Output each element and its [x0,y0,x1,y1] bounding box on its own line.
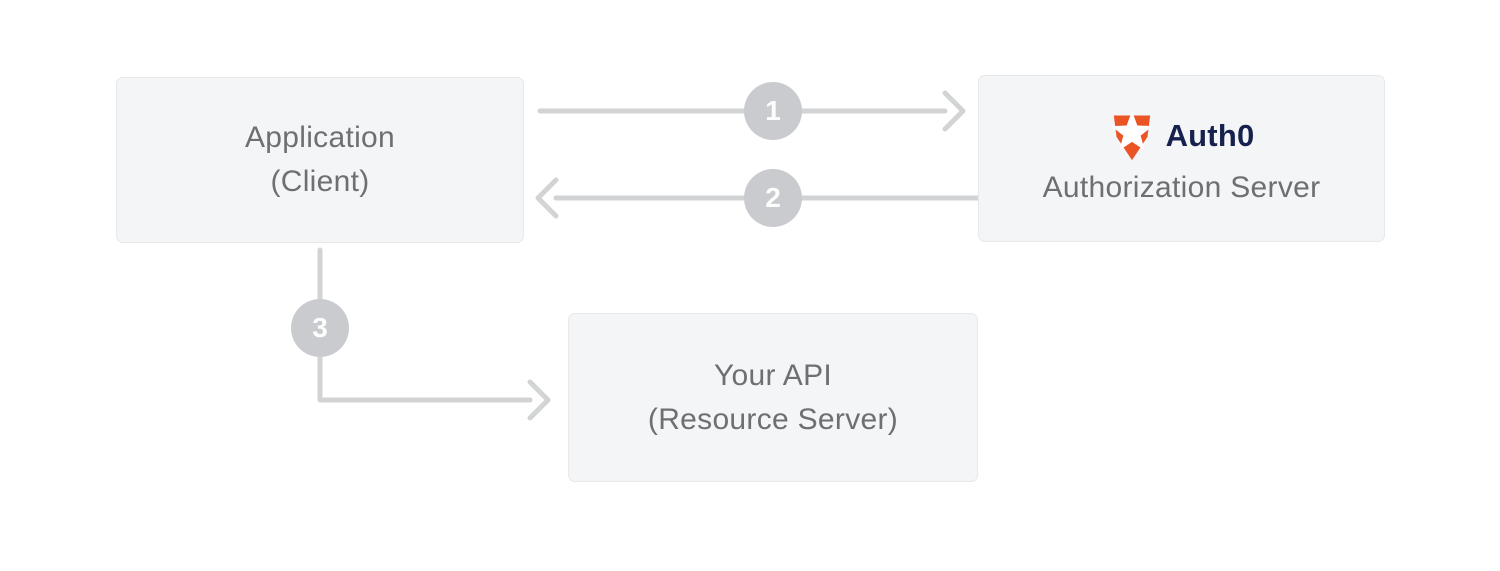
authorization-server-label: Authorization Server [1042,171,1321,204]
arrowhead-right-icon [527,379,551,421]
arrowhead-left-icon [535,177,559,219]
step-3-badge: 3 [291,299,349,357]
step-1-number: 1 [765,95,781,126]
step-1-badge: 1 [744,82,802,140]
authorization-server-node: Auth0 Authorization Server [978,75,1385,242]
application-label-line1: Application [244,121,396,154]
api-label-line1: Your API [713,358,833,392]
step-2-badge: 2 [744,169,802,227]
step-2-number: 2 [765,182,781,213]
application-client-node: Application (Client) [116,77,524,243]
auth0-shield-icon [1110,111,1153,161]
arrowhead-right-icon [942,90,966,132]
auth0-wordmark: Auth0 [1165,118,1255,153]
arrow-step-3 [317,247,551,421]
step-3-number: 3 [312,312,328,343]
api-label-line2: (Resource Server) [647,402,899,436]
application-label-line2: (Client) [270,165,370,198]
your-api-node: Your API (Resource Server) [568,313,978,482]
auth0-brand-row: Auth0 [1109,111,1255,161]
